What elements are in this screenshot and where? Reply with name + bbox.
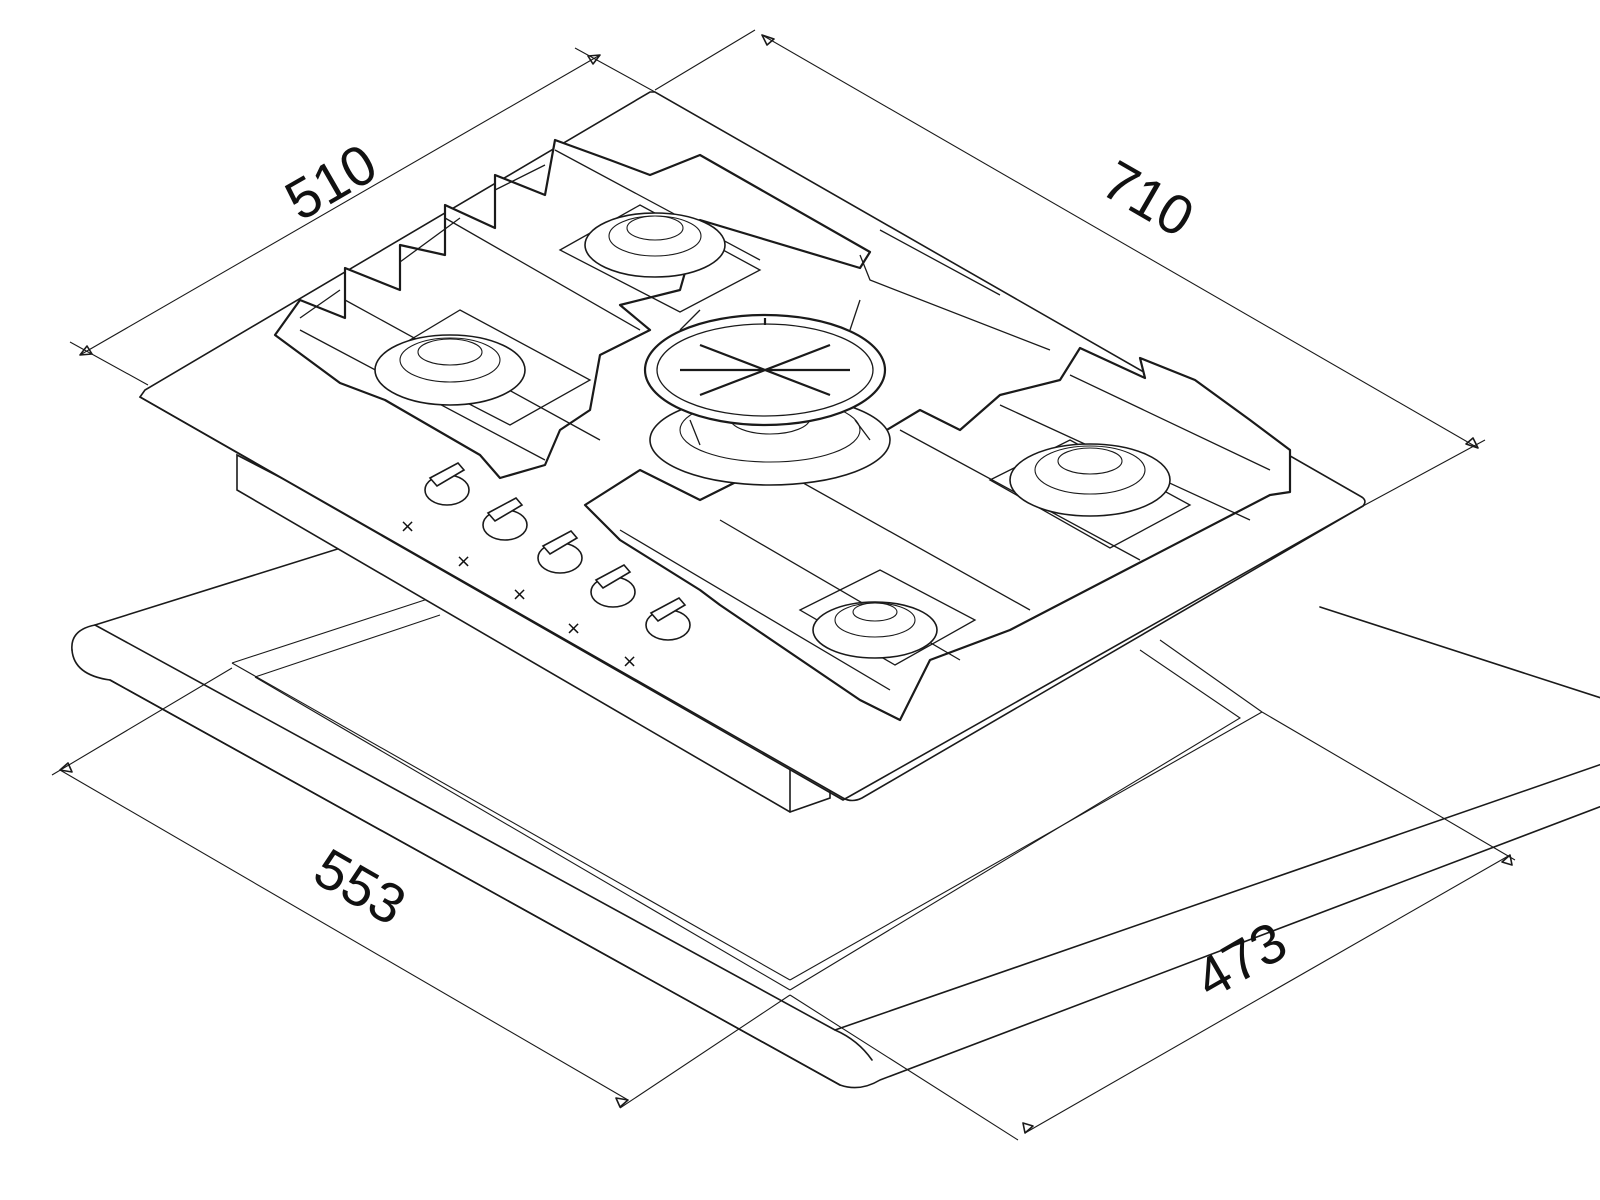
knob-5[interactable]: ×: [622, 596, 691, 672]
knob-3-marker: ×: [512, 584, 527, 605]
burner-rear-center: [584, 212, 726, 278]
knob-1-marker: ×: [400, 516, 415, 537]
wok-ring: [643, 299, 887, 446]
dimension-lines: [51, 29, 1516, 1141]
knob-4[interactable]: ×: [566, 563, 636, 639]
dimension-510-label: 510: [275, 131, 387, 232]
burner-right: [1009, 443, 1171, 517]
dimension-710-label: 710: [1092, 148, 1204, 249]
knob-4-marker: ×: [566, 618, 581, 639]
knob-2[interactable]: ×: [456, 496, 528, 572]
knob-5-marker: ×: [622, 651, 637, 672]
burner-rear-left: [374, 334, 526, 406]
knob-1[interactable]: ×: [400, 461, 470, 537]
knob-3[interactable]: ×: [512, 529, 583, 605]
control-knobs: × × × × ×: [400, 461, 691, 672]
knob-2-marker: ×: [456, 551, 471, 572]
burner-front-right: [812, 601, 938, 659]
dimension-473-label: 473: [1185, 909, 1297, 1010]
countertop: [71, 519, 1600, 1089]
